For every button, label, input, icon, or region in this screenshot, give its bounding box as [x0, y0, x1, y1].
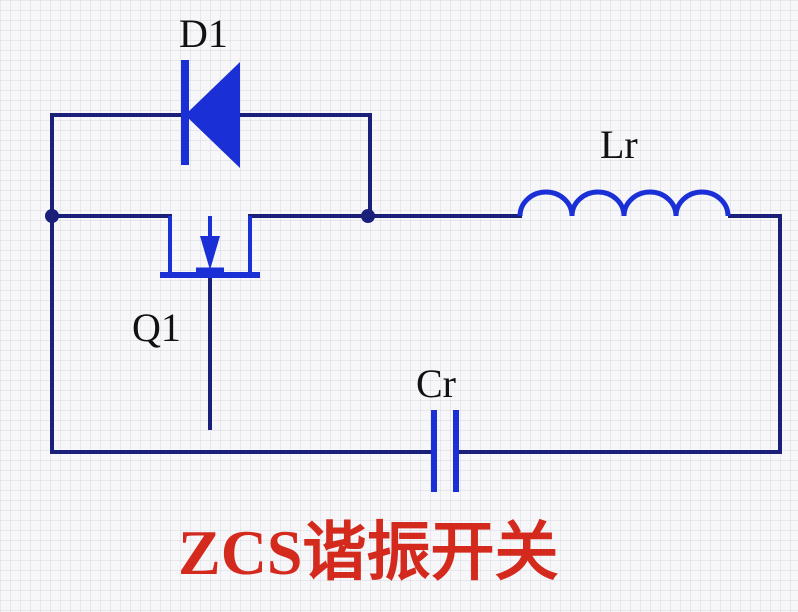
mosfet-label: Q1 — [132, 305, 181, 350]
junction-dot-right — [361, 209, 375, 223]
diode-d1-symbol — [181, 60, 240, 168]
capacitor-label: Cr — [416, 361, 456, 406]
mosfet-q1-symbol — [160, 216, 260, 278]
capacitor-cr-symbol — [431, 410, 459, 492]
inductor-label: Lr — [600, 122, 638, 167]
junction-dot-left — [45, 209, 59, 223]
inductor-lr-coil — [517, 189, 731, 217]
diode-label: D1 — [179, 11, 228, 56]
caption-title: ZCS谐振开关 — [178, 517, 559, 588]
